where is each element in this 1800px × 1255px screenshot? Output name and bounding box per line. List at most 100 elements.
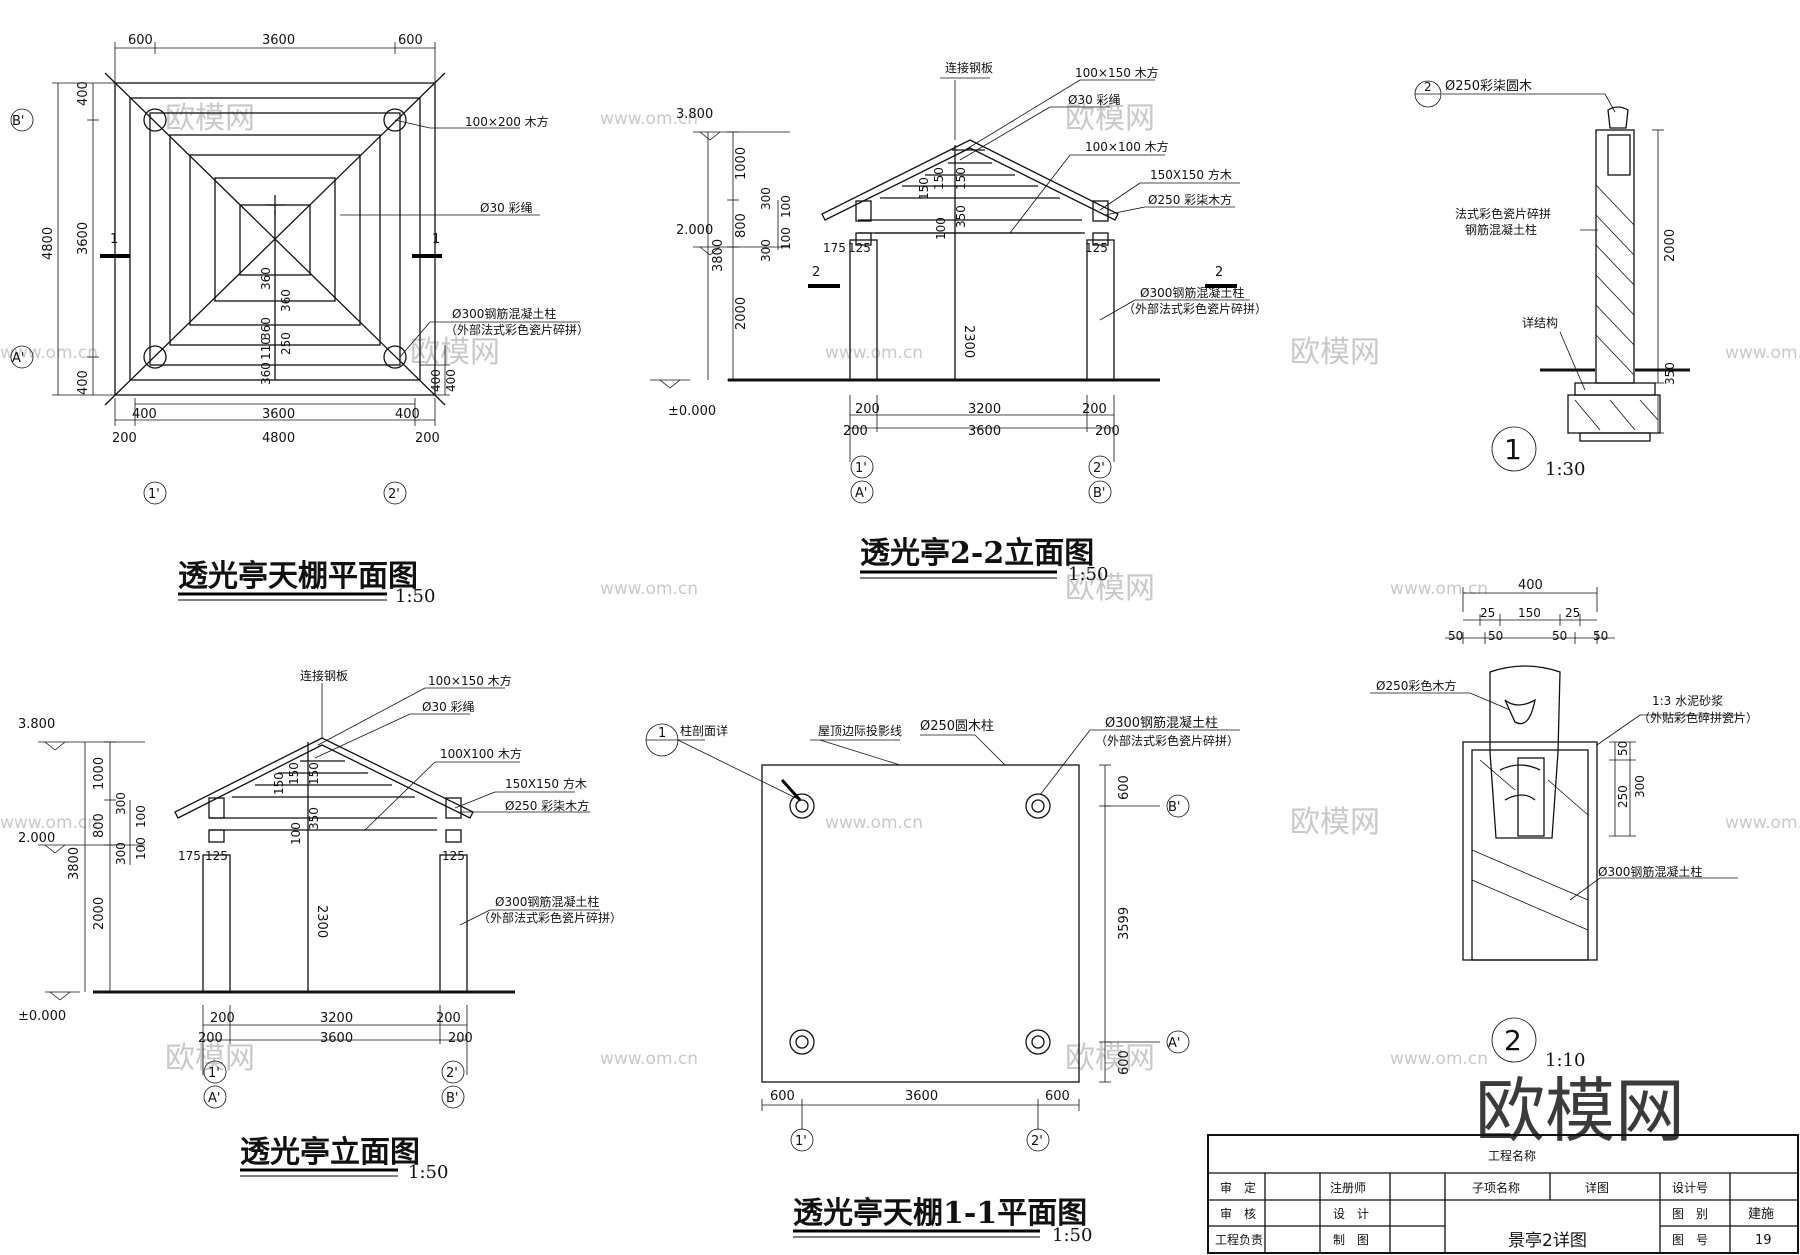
- watermark-url: www.om.cn: [600, 579, 698, 599]
- dim-h2: 3600: [320, 1031, 353, 1046]
- plan-scale: 1:50: [395, 586, 435, 607]
- plan-side-dim: 400: [429, 369, 443, 392]
- detail2-label-mortar-note: （外贴彩色碎拼瓷片）: [1638, 710, 1758, 725]
- plan-inner-dim: 250: [279, 332, 293, 355]
- section-mark: 1: [432, 232, 440, 247]
- dim-eave: 175: [178, 849, 201, 863]
- dim-v-outer: 2000: [734, 297, 749, 330]
- elevation-title: 透光亭立面图: [240, 1135, 420, 1170]
- col-height: 2300: [314, 905, 329, 938]
- detail1-ref: 2: [1424, 80, 1432, 94]
- dim-eave: 125: [1085, 241, 1108, 255]
- detail-1: 2 Ø250彩柒圆木 法式彩色瓷片碎拼 钢筋混凝土柱 详结构 2000 350 …: [1414, 79, 1690, 480]
- axis-2: 2': [446, 1066, 458, 1081]
- callout-log: Ø250 彩柒木方: [505, 798, 589, 813]
- callout-roof-line: 屋顶边际投影线: [818, 723, 902, 738]
- detail2-dim-bot: 50: [1552, 629, 1567, 643]
- plan-inner-dim: 110: [259, 337, 273, 360]
- dim-v-outer: 1000: [734, 147, 749, 180]
- section-1-1-plan: 1 柱剖面详 屋顶边际投影线 Ø250圆木柱 Ø300钢筋混凝土柱 （外部法式彩…: [645, 715, 1240, 1246]
- detail1-label-col: 钢筋混凝土柱: [1465, 222, 1537, 237]
- axis-a: A': [1168, 1036, 1180, 1051]
- axis-2: 2': [1031, 1134, 1043, 1149]
- plan-dim-bottom2-3: 200: [415, 431, 440, 446]
- callout-column: Ø300钢筋混凝土柱: [1105, 715, 1218, 731]
- dim-roof: 150: [917, 177, 931, 200]
- dim-v-inner: 100: [779, 195, 793, 218]
- detail1-label-base: 详结构: [1522, 315, 1558, 330]
- title-block: 工程名称 审 定 注册师 审 核 设 计 工程负责 制 图 子项名称 详图 景亭…: [1207, 1134, 1799, 1254]
- axis-a: A': [855, 486, 867, 501]
- watermarks: 欧模网 欧模网 欧模网 欧模网 欧模网 欧模网 欧模网 欧模网 www.om.c…: [0, 101, 1800, 1152]
- elevation-scale: 1:50: [408, 1162, 448, 1183]
- callout-log: Ø250 彩柒木方: [1148, 192, 1232, 207]
- plan-inner-dim: 360: [259, 317, 273, 340]
- detail2-dim-v: 50: [1616, 741, 1630, 756]
- dim-h2: 200: [198, 1031, 223, 1046]
- callout-timber3: 150X150 方木: [1150, 167, 1232, 182]
- dim-roof: 100: [289, 822, 303, 845]
- axis-1: 1': [855, 461, 867, 476]
- detail2-scale: 1:10: [1545, 1050, 1585, 1071]
- detail-ref-text: 柱剖面详: [680, 723, 728, 738]
- axis-2: 2': [1093, 461, 1105, 476]
- callout-timber3: 150X150 方木: [505, 776, 587, 791]
- dim-roof: 100: [934, 217, 948, 240]
- plan-dim-left-3: 400: [76, 370, 91, 395]
- tb-right-label: 设计号: [1672, 1181, 1708, 1195]
- plan-dim-bottom1-2: 3600: [262, 407, 295, 422]
- callout-column-note: （外部法式彩色瓷片碎拼）: [1095, 733, 1239, 748]
- callout-timber: 100×200 木方: [465, 114, 549, 129]
- tb-subitem-label: 子项名称: [1472, 1180, 1520, 1195]
- level-base: ±0.000: [668, 404, 716, 419]
- dim-right: 600: [1117, 1050, 1132, 1075]
- dim-v-inner: 300: [759, 239, 773, 262]
- plan-dim-left-1: 400: [76, 81, 91, 106]
- dim-v-inner: 100: [134, 805, 148, 828]
- detail2-dim-v: 250: [1616, 785, 1630, 808]
- dim-h1: 200: [210, 1011, 235, 1026]
- section-mark: 2: [1215, 265, 1223, 280]
- dim-h2: 200: [1095, 424, 1120, 439]
- detail2-label-mortar: 1:3 水泥砂浆: [1652, 693, 1723, 708]
- axis-b: B': [12, 114, 25, 129]
- watermark-logo: 欧模网: [1065, 571, 1155, 606]
- dim-h1: 200: [855, 402, 880, 417]
- detail2-dim-mid: 25: [1565, 606, 1580, 620]
- callout-plate: 连接钢板: [945, 60, 993, 75]
- watermark-url: www.om.cn: [0, 343, 98, 363]
- axis-1: 1': [795, 1134, 807, 1149]
- tb-row-label: 审 定: [1220, 1180, 1256, 1195]
- dim-v-outer: 800: [734, 213, 749, 238]
- tb-right-value: 建施: [1748, 1207, 1774, 1222]
- detail2-dim-bot: 50: [1448, 629, 1463, 643]
- dim-h2: 3600: [968, 424, 1001, 439]
- level-top: 3.800: [676, 107, 713, 122]
- watermark-url: www.om.cn: [825, 813, 923, 833]
- watermark-logo: 欧模网: [165, 101, 255, 136]
- watermark-url: www.om.cn: [1390, 579, 1488, 599]
- level-top: 3.800: [18, 717, 55, 732]
- dim-h1: 3200: [968, 402, 1001, 417]
- dim-roof: 150: [954, 167, 968, 190]
- dim-roof: 150: [307, 762, 321, 785]
- dim-eave: 125: [205, 849, 228, 863]
- detail2-dim-v: 300: [1633, 775, 1647, 798]
- detail-ref-num: 1: [658, 726, 666, 741]
- section-2-2: 2 2 3.800 2.000 ±0.000 1000 800 2000 380…: [650, 60, 1267, 585]
- tb-row-label: 工程负责: [1215, 1232, 1263, 1247]
- plan-dim-left-2: 3600: [76, 222, 91, 255]
- axis-1: 1': [148, 487, 160, 502]
- detail1-label-tile: 法式彩色瓷片碎拼: [1455, 206, 1551, 221]
- plan-dim-left-outer: 4800: [41, 227, 56, 260]
- tb-drawing-name: 景亭2详图: [1508, 1231, 1587, 1251]
- detail2-dim-bot: 50: [1593, 629, 1608, 643]
- pavilion-elevation: 3.800 2.000 ±0.000 1000 800 2000 3800 30…: [18, 668, 622, 1183]
- watermark-url: www.om.cn: [0, 813, 98, 833]
- plan-dim-top-3: 600: [398, 33, 423, 48]
- tb-right-label: 图 别: [1672, 1207, 1708, 1221]
- dim-roof: 150: [287, 762, 301, 785]
- canopy-plan: 1 1 600 3600 600 4800 400 3600 400 400 3…: [10, 33, 589, 607]
- watermark-logo: 欧模网: [1065, 1041, 1155, 1076]
